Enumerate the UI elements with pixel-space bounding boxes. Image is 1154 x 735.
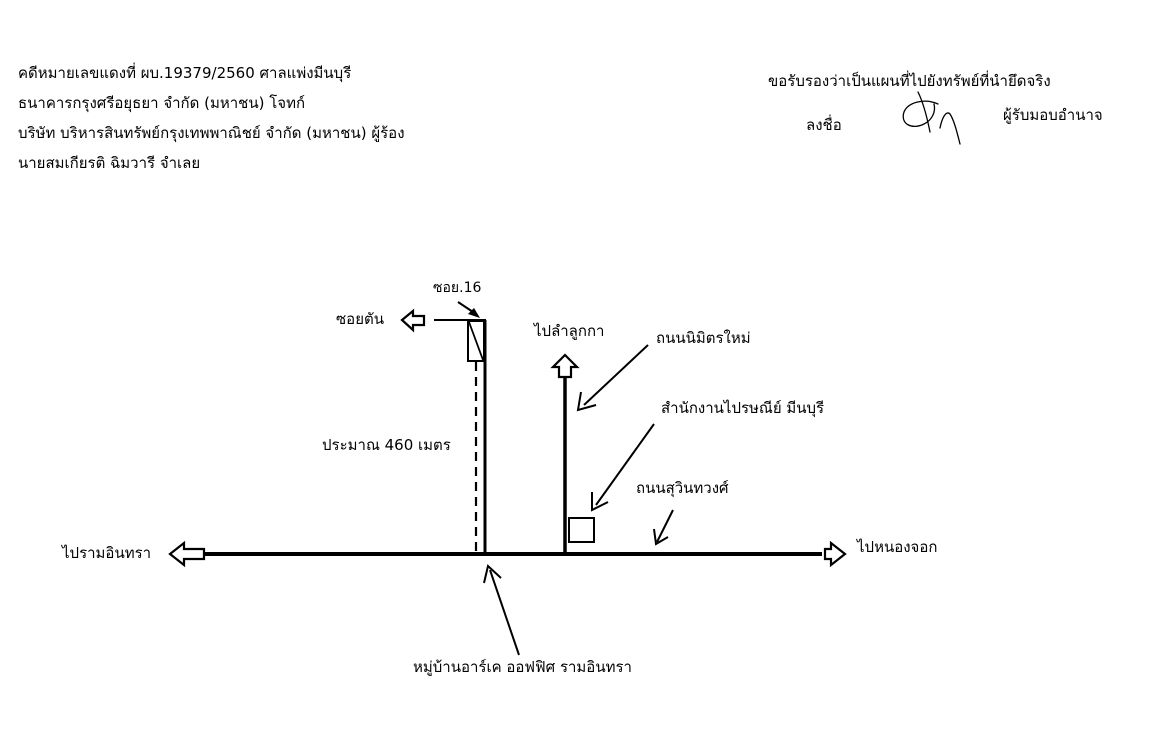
post-office-pointer xyxy=(595,423,655,506)
nimit-mai-pointer xyxy=(583,344,649,406)
soi-16-pointer-head xyxy=(468,308,480,318)
soi-16-label: ซอย.16 xyxy=(433,280,482,296)
suwinthawong-pointer xyxy=(656,509,674,543)
to-nong-chok-label: ไปหนองจอก xyxy=(857,538,938,556)
nimit-mai-pointer-head xyxy=(576,391,597,412)
to-lam-luk-ka-label: ไปลำลูกกา xyxy=(534,322,605,340)
post-office-box xyxy=(568,517,595,543)
soi-end-label: ซอยตัน xyxy=(336,310,384,328)
village-pointer xyxy=(489,569,520,656)
post-office-label: สำนักงานไปรษณีย์ มีนบุรี xyxy=(661,399,825,417)
case-number-line: คดีหมายเลขแดงที่ ผบ.19379/2560 ศาลแพ่งมี… xyxy=(18,64,352,82)
village-label: หมู่บ้านอาร์เค ออฟฟิศ รามอินทรา xyxy=(413,658,632,676)
arrow-right-icon xyxy=(823,540,847,568)
suwinthawong-road-label: ถนนสุวินทวงศ์ xyxy=(636,479,729,497)
arrow-up-icon xyxy=(550,353,580,379)
post-office-pointer-head xyxy=(591,492,609,512)
property-parcel-diagonal xyxy=(468,321,484,361)
village-pointer-head xyxy=(483,564,502,584)
distance-label: ประมาณ 460 เมตร xyxy=(322,436,451,454)
defendant-line: นายสมเกียรติ ฉิมวารี จำเลย xyxy=(18,154,201,172)
petitioner-line: บริษัท บริหารสินทรัพย์กรุงเทพพาณิชย์ จำก… xyxy=(18,124,405,142)
dead-end-arrow-icon xyxy=(400,308,426,333)
certification-statement: ขอรับรองว่าเป็นแผนที่ไปยังทรัพย์ที่นำยึด… xyxy=(768,72,1051,90)
suwinthawong-pointer-head xyxy=(653,528,669,546)
nimit-mai-road-label: ถนนนิมิตรใหม่ xyxy=(656,329,751,347)
to-ram-intra-label: ไปรามอินทรา xyxy=(62,544,152,562)
sign-label: ลงชื่อ xyxy=(806,116,842,134)
arrow-left-icon xyxy=(168,540,206,568)
signer-role: ผู้รับมอบอำนาจ xyxy=(1003,106,1103,124)
signature xyxy=(902,91,961,145)
plaintiff-line: ธนาคารกรุงศรีอยุธยา จำกัด (มหาชน) โจทก์ xyxy=(18,94,306,112)
